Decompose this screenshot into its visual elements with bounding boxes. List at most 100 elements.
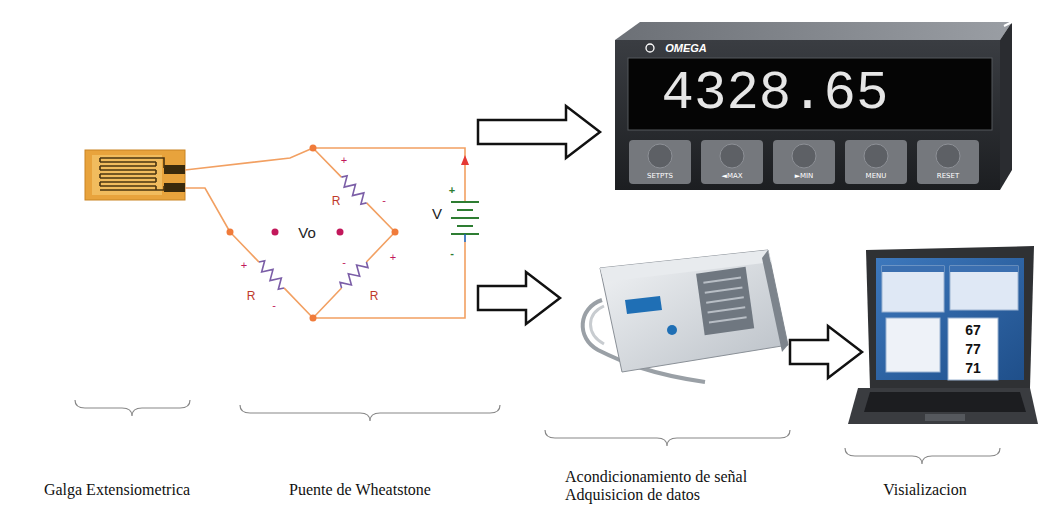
daq-device-part xyxy=(591,306,605,344)
bridge-node-dot xyxy=(227,145,399,322)
block-arrow xyxy=(790,326,862,378)
laptop-part xyxy=(866,246,1034,388)
bridge-node-dot-part xyxy=(310,145,317,152)
panel-meter-part xyxy=(629,140,691,184)
panel-meter-part xyxy=(720,144,744,168)
strain-gauge-part xyxy=(85,150,185,200)
strain-gauge xyxy=(85,150,185,200)
panel-meter-part xyxy=(628,58,992,130)
group-brace-part xyxy=(845,448,1000,464)
panel-meter-part xyxy=(792,144,816,168)
block-arrow xyxy=(478,272,560,324)
output-terminal-part xyxy=(272,229,279,236)
strain-gauge-part xyxy=(100,158,156,190)
output-voltage-label: Vo xyxy=(298,225,316,240)
polarity-sign: + xyxy=(341,155,347,166)
bridge-node-dot-part xyxy=(392,229,399,236)
panel-meter-part xyxy=(936,144,960,168)
block-arrow xyxy=(478,106,600,158)
button-label: ►MIN xyxy=(795,173,814,180)
bridge-wires-part xyxy=(185,148,313,170)
polarity-sign: - xyxy=(382,195,386,206)
component-group: Visializacion xyxy=(862,240,1040,510)
panel-meter-part xyxy=(701,140,763,184)
screen-value: 71 xyxy=(965,361,981,375)
group-brace-part xyxy=(240,405,500,421)
strain-gauge-part xyxy=(92,155,162,195)
component-caption: Galga Extensiometrica xyxy=(44,481,190,499)
screen-value: 77 xyxy=(965,342,981,356)
brand-logo: OMEGA xyxy=(665,43,707,54)
strain-gauge-part xyxy=(100,158,156,190)
battery-symbol-part xyxy=(457,209,473,211)
daq-device xyxy=(583,250,788,382)
polarity-sign: + xyxy=(390,252,396,263)
panel-meter-part xyxy=(615,22,1012,40)
component-group: Galga Extensiometrica xyxy=(10,140,215,510)
daq-device-part xyxy=(600,250,788,372)
polarity-sign: + xyxy=(241,260,247,271)
panel-meter-part xyxy=(845,140,907,184)
laptop-part xyxy=(882,266,944,312)
group-brace xyxy=(75,400,1000,464)
panel-meter-part xyxy=(1000,22,1012,190)
display-value: 4328.65 xyxy=(662,63,889,125)
resistor-symbol-part xyxy=(255,259,287,292)
supply-voltage-label: V xyxy=(432,206,442,221)
component-caption: Visializacion xyxy=(883,481,966,499)
resistor-symbol-part xyxy=(338,174,370,207)
component-caption: Acondicionamiento de señal Adquisicion d… xyxy=(565,468,783,505)
battery-symbol-part xyxy=(464,234,466,242)
button-label: SETPTS xyxy=(647,173,673,180)
panel-meter-part xyxy=(917,140,979,184)
resistor-label: R xyxy=(247,290,256,302)
output-terminal-part xyxy=(337,229,344,236)
bridge-wires-part xyxy=(313,148,395,232)
bridge-wires-part xyxy=(313,242,465,318)
laptop xyxy=(848,246,1038,424)
bridge-wires-part xyxy=(230,232,313,318)
laptop-part xyxy=(950,266,1018,310)
polarity-sign: - xyxy=(450,248,454,259)
button-label: RESET xyxy=(937,173,959,180)
component-group: Puente de Wheatstone xyxy=(215,120,478,510)
daq-device-part xyxy=(762,250,788,352)
screen-value: 67 xyxy=(965,323,981,337)
battery-symbol-part xyxy=(457,225,473,227)
button-label: ◄MAX xyxy=(721,173,742,180)
laptop-part xyxy=(925,414,965,421)
resistor-label: R xyxy=(332,195,341,207)
strain-gauge-part xyxy=(164,183,185,192)
group-brace-part xyxy=(545,430,790,446)
resistor-label: R xyxy=(370,290,379,302)
resistor-symbol xyxy=(255,174,370,292)
daq-device-part xyxy=(625,296,662,314)
panel-meter xyxy=(615,22,1012,190)
bridge-wires-part xyxy=(185,188,230,232)
laptop-part xyxy=(864,392,1026,412)
laptop-part xyxy=(882,266,944,272)
panel-meter-part xyxy=(646,44,654,52)
battery-symbol xyxy=(451,155,479,242)
laptop-part xyxy=(950,266,1018,272)
daq-device-part xyxy=(696,267,754,335)
battery-symbol-part xyxy=(451,201,479,203)
component-group: Acondicionamiento de señal Adquisicion d… xyxy=(560,240,790,510)
laptop-part xyxy=(848,388,1038,424)
bridge-wires-part xyxy=(313,232,395,318)
group-brace-part xyxy=(75,400,190,416)
laptop-part xyxy=(886,318,940,372)
bridge-node-dot-part xyxy=(310,315,317,322)
laptop-part xyxy=(876,258,1024,380)
battery-symbol-part xyxy=(451,217,479,219)
bridge-wires-part xyxy=(313,148,465,198)
display-readout: 4328.65 xyxy=(600,20,1010,195)
button-label: MENU xyxy=(866,173,887,180)
panel-meter-part xyxy=(648,144,672,168)
polarity-sign: + xyxy=(449,185,455,196)
daq-device-part xyxy=(667,325,677,335)
laptop-part xyxy=(948,318,998,380)
